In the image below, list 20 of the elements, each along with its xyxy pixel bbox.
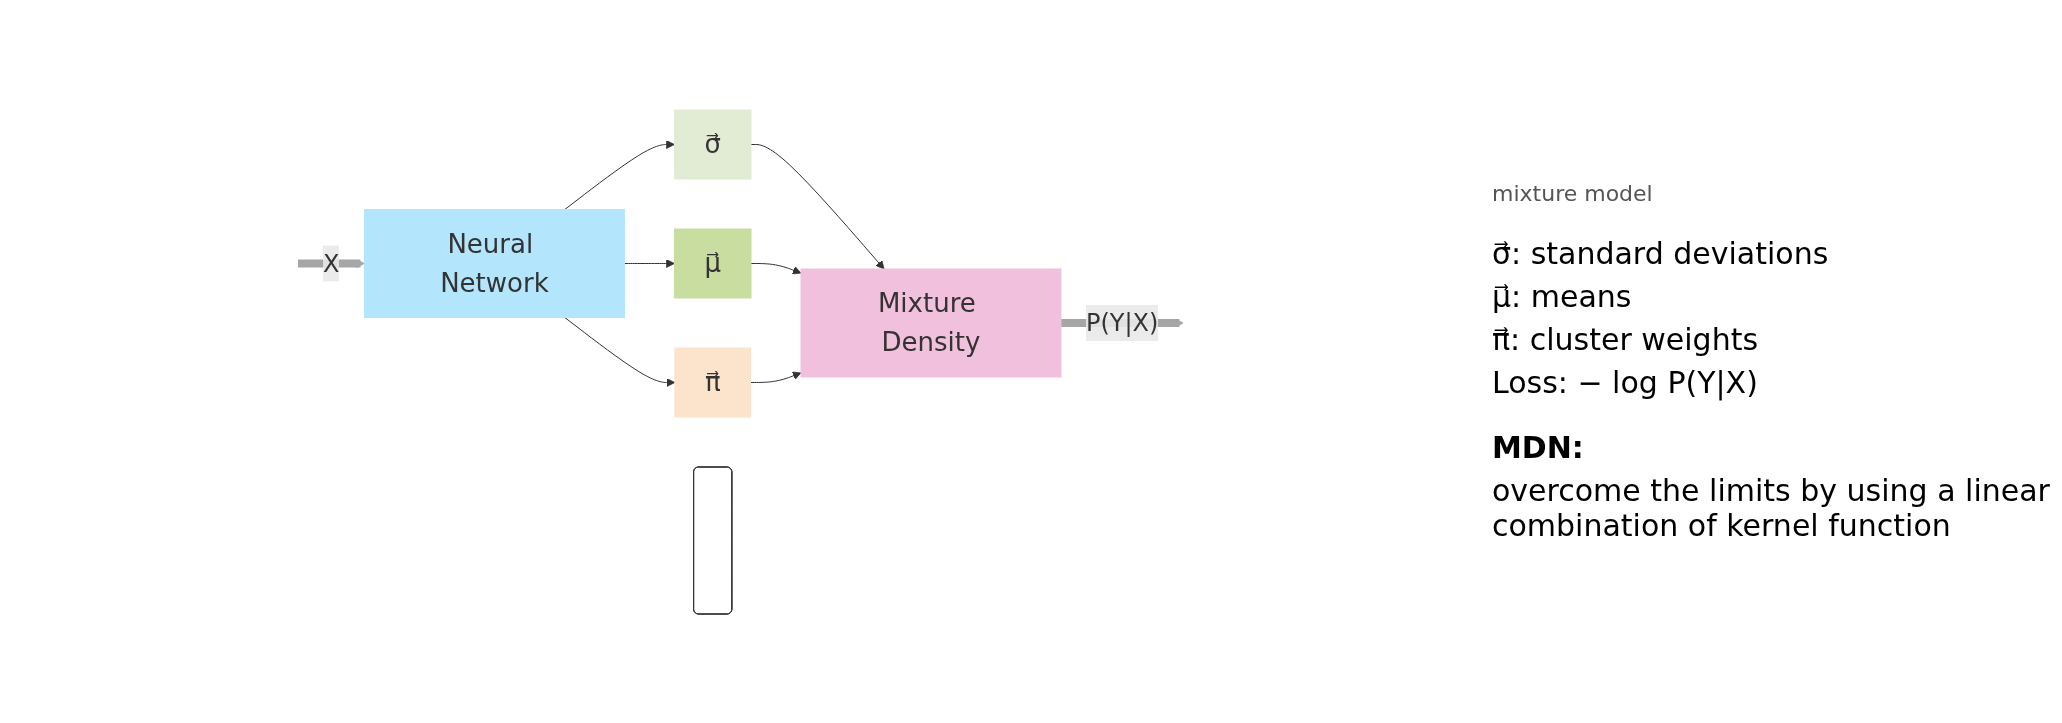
node-box: σ⃗ [674,109,752,179]
edge-label: X [323,249,340,277]
arrow [750,371,802,383]
arrow [624,258,676,268]
arrow [750,143,885,269]
note-text: mixture model [1492,180,1654,206]
note-text: μ⃗: means [1492,278,1633,314]
arrow [750,262,802,274]
note-text: MDN: [1492,429,1585,465]
note-text: π⃗: cluster weights [1492,321,1760,357]
node-box: π⃗ [674,347,752,417]
note-text: σ⃗: standard deviations [1492,235,1830,271]
note-text: Loss: − log P(Y|X) [1492,364,1759,400]
arrow [564,316,676,387]
edge-label: P(Y|X) [1086,308,1159,337]
node-box: μ⃗ [674,228,752,298]
arrow [564,139,676,210]
node-box: Neural Network [364,208,626,318]
note-text: overcome the limits by using a linear combination of kernel function [1492,472,2051,543]
node-box: Mixture Density [800,268,1062,377]
